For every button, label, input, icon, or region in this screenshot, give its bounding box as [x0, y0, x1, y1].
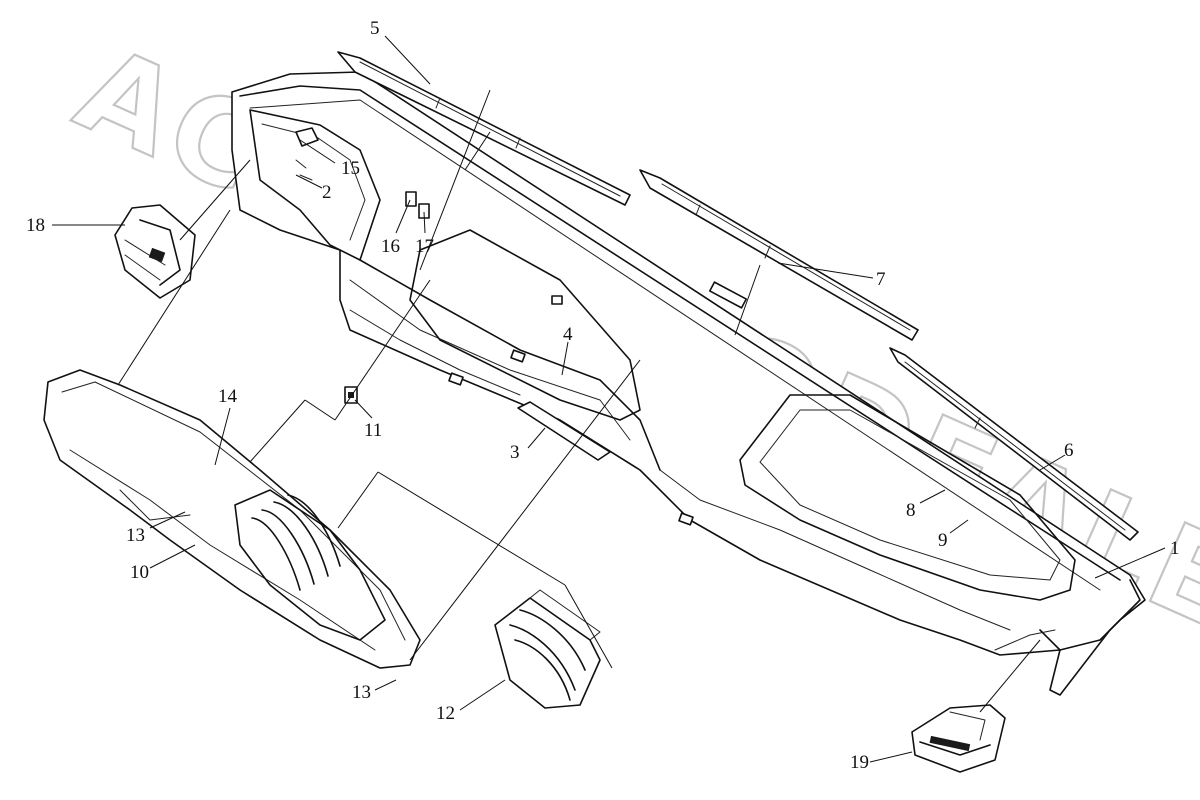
cluster-bezel-10 [43, 369, 421, 669]
callout-9: 9 [938, 530, 948, 551]
callout-5: 5 [370, 18, 380, 39]
callout-7: 7 [876, 269, 886, 290]
leader-lines [52, 35, 1166, 763]
callout-17: 17 [415, 236, 434, 257]
callout-14: 14 [218, 386, 238, 407]
callout-3: 3 [510, 442, 520, 463]
vent-12 [494, 589, 601, 709]
callout-16: 16 [381, 236, 400, 257]
callout-19: 19 [850, 752, 869, 773]
strip-6 [889, 347, 1139, 541]
callout-13b: 13 [352, 682, 371, 703]
part-3-strip [517, 401, 611, 461]
callout-2: 2 [322, 182, 332, 203]
callout-12: 12 [436, 703, 455, 724]
callout-1: 1 [1170, 538, 1180, 559]
callout-13a: 13 [126, 525, 145, 546]
callout-18: 18 [26, 215, 45, 236]
side-vent-18 [114, 204, 196, 299]
defroster-strip-5 [337, 51, 631, 206]
callout-labels: 1 2 3 4 5 6 7 8 9 10 11 12 13 13 14 15 1… [26, 18, 1180, 773]
callout-4: 4 [563, 324, 573, 345]
callout-11: 11 [364, 420, 382, 441]
callout-10: 10 [130, 562, 149, 583]
defroster-strip-7 [639, 169, 919, 341]
callout-15: 15 [341, 158, 360, 179]
side-vent-19 [911, 704, 1006, 773]
clip-11 [344, 386, 358, 404]
dashboard-panel [231, 71, 1146, 696]
callout-6: 6 [1064, 440, 1074, 461]
callout-8: 8 [906, 500, 916, 521]
